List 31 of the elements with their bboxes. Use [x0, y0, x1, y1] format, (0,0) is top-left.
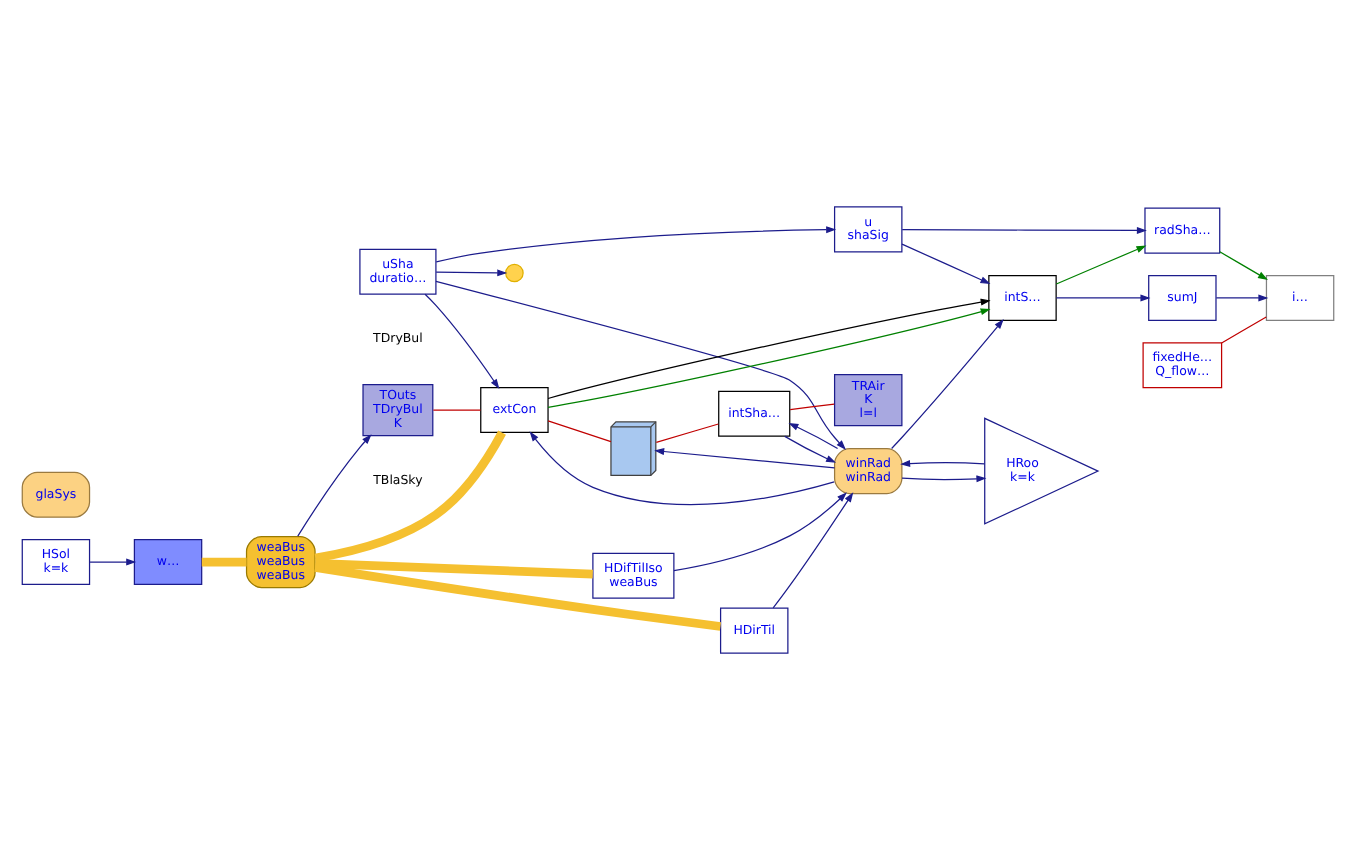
arrow: [1055, 244, 1147, 284]
arrow: [435, 225, 837, 262]
connector: [432, 408, 482, 410]
arrow: [89, 557, 137, 565]
arrow: [900, 459, 986, 467]
connector: [547, 419, 612, 442]
arrow: [1055, 293, 1151, 301]
arrow: [901, 225, 1147, 233]
connector: [314, 562, 721, 630]
arrow: [772, 491, 854, 608]
arrow: [435, 268, 508, 276]
node-circle: [505, 262, 524, 282]
arrow: [901, 474, 987, 482]
connector: [789, 402, 835, 410]
arrow: [435, 279, 846, 449]
arrow: [673, 491, 847, 571]
connector: [655, 422, 720, 442]
arrow: [1219, 250, 1268, 279]
arrow: [784, 434, 837, 462]
connector: [201, 556, 247, 566]
arrow: [424, 292, 500, 388]
arrow: [654, 447, 836, 468]
connector: [1221, 315, 1267, 343]
arrow: [891, 318, 1004, 449]
arrow: [297, 433, 372, 536]
arrow: [901, 242, 991, 284]
connector: [314, 429, 506, 562]
connector: [315, 558, 593, 578]
arrow: [788, 421, 839, 449]
arrow: [1215, 293, 1269, 301]
arrow: [529, 430, 835, 505]
